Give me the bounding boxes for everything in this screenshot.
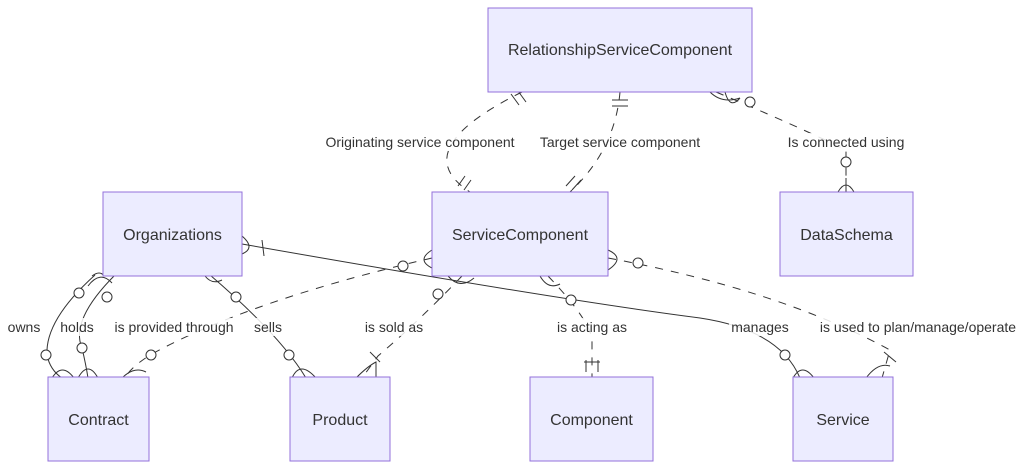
entity-label: Service <box>816 412 869 429</box>
used-to-line <box>607 257 891 379</box>
crowfoot-marker <box>539 275 561 287</box>
one-marker <box>883 351 897 363</box>
crowfoot-marker <box>423 249 433 269</box>
one-marker <box>457 175 466 187</box>
connected-line <box>715 91 847 192</box>
one-marker <box>517 90 527 103</box>
label-acting-as: is acting as <box>554 318 630 336</box>
label-provided-through: is provided through <box>112 318 236 336</box>
zero-marker <box>565 294 577 306</box>
label-connected: Is connected using <box>787 133 905 151</box>
zero-marker <box>397 260 409 272</box>
label-target: Target service component <box>538 133 702 151</box>
entity-label: DataSchema <box>800 227 893 244</box>
acting-as-line <box>547 275 593 378</box>
one-marker <box>571 179 582 191</box>
entity-component[interactable]: Component <box>529 376 654 462</box>
crowfoot-marker <box>607 249 618 271</box>
entity-label: ServiceComponent <box>452 227 589 244</box>
entity-label: Contract <box>68 412 129 429</box>
entity-organizations[interactable]: Organizations <box>102 191 243 277</box>
zero-marker <box>744 96 756 108</box>
zero-marker <box>779 349 791 361</box>
svg-text:Target service component: Target service component <box>540 134 700 150</box>
svg-text:is provided through: is provided through <box>114 319 233 335</box>
label-sold-as: is sold as <box>362 318 426 336</box>
label-owns: owns <box>6 318 42 336</box>
manages-line <box>241 243 801 379</box>
zero-marker <box>145 349 157 361</box>
entity-data-schema[interactable]: DataSchema <box>779 191 914 277</box>
one-marker <box>565 175 576 187</box>
entity-service[interactable]: Service <box>792 376 894 462</box>
crowfoot-marker <box>241 235 250 255</box>
zero-marker <box>40 349 52 361</box>
entity-label: Organizations <box>123 227 222 244</box>
label-holds: holds <box>59 318 95 336</box>
crowfoot-marker <box>792 364 891 379</box>
label-sells: sells <box>251 318 285 336</box>
zero-marker <box>840 156 852 168</box>
svg-text:Is connected using: Is connected using <box>788 134 905 150</box>
svg-text:holds: holds <box>60 319 93 335</box>
one-marker <box>369 351 381 363</box>
svg-text:manages: manages <box>731 319 789 335</box>
svg-text:is acting as: is acting as <box>557 319 627 335</box>
entity-product[interactable]: Product <box>289 376 391 462</box>
entity-contract[interactable]: Contract <box>47 376 150 462</box>
svg-text:Originating service component: Originating service component <box>325 134 514 150</box>
label-manages: manages <box>729 318 791 336</box>
originating-line <box>446 91 523 193</box>
entity-service-component[interactable]: ServiceComponent <box>431 191 609 277</box>
entity-label: Product <box>312 412 368 429</box>
svg-text:owns: owns <box>8 319 41 335</box>
zero-marker <box>73 287 85 299</box>
label-used-to: is used to plan/manage/operate <box>818 318 1018 336</box>
label-originating: Originating service component <box>324 133 516 151</box>
zero-marker <box>432 288 444 300</box>
svg-text:is sold as: is sold as <box>365 319 423 335</box>
crowfoot-marker <box>204 275 223 283</box>
crowfoot-marker <box>837 178 855 193</box>
crowfoot-marker <box>51 368 147 379</box>
crowfoot-marker <box>291 361 377 379</box>
zero-marker <box>101 291 113 303</box>
entity-relationship-service-component[interactable]: RelationshipServiceComponent <box>487 7 753 93</box>
svg-text:is used to plan/manage/operate: is used to plan/manage/operate <box>820 319 1016 335</box>
entity-label: Component <box>550 412 633 429</box>
entity-label: RelationshipServiceComponent <box>508 42 733 59</box>
one-marker <box>463 179 472 191</box>
one-marker <box>261 239 265 257</box>
zero-marker <box>230 291 242 303</box>
crowfoot-marker <box>447 275 475 284</box>
one-marker <box>510 93 520 106</box>
svg-text:sells: sells <box>254 319 282 335</box>
crowfoot-marker <box>709 91 741 104</box>
zero-marker <box>283 349 295 361</box>
zero-marker <box>76 342 88 354</box>
zero-marker <box>632 257 644 269</box>
